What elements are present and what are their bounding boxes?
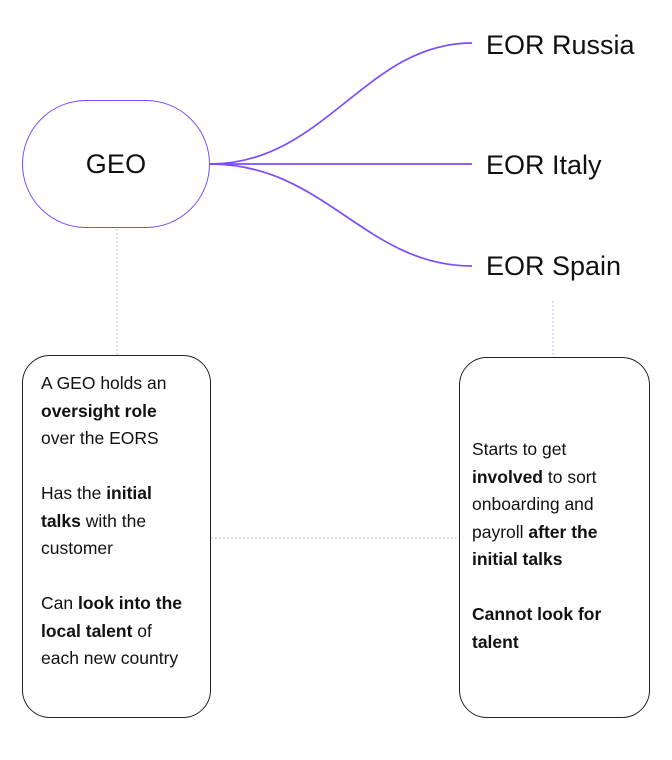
eor-russia-node: EOR Russia: [486, 30, 635, 60]
geo-description-card: A GEO holds an oversight role over the E…: [22, 355, 211, 718]
geo-card-paragraph: Has the initial talks with the customer: [41, 480, 192, 563]
eor-italy-node: EOR Italy: [486, 150, 602, 180]
geo-card-paragraph: Can look into the local talent of each n…: [41, 590, 192, 673]
eor-description-card: Starts to get involved to sort onboardin…: [459, 357, 650, 718]
eor-spain-node: EOR Spain: [486, 251, 622, 281]
geo-node-label: GEO: [85, 148, 147, 179]
branch-line-eor-russia: [209, 42, 473, 165]
text-run: to sort onboarding and payroll: [472, 466, 597, 542]
text-run-bold: involved: [472, 466, 543, 487]
text-run: over the EORS: [41, 428, 159, 448]
geo-card-paragraph: A GEO holds an oversight role over the E…: [41, 370, 192, 453]
eor-card-paragraph: Cannot look for talent: [472, 601, 641, 656]
text-run: Has the: [41, 483, 107, 503]
text-run: A GEO holds an: [41, 373, 167, 393]
text-run-bold: Cannot look for talent: [472, 604, 602, 652]
branch-line-eor-spain: [209, 163, 473, 267]
text-run-bold: after the initial talks: [472, 521, 598, 570]
geo-node: GEO: [22, 100, 210, 228]
text-run: Can: [41, 593, 78, 613]
text-run: Starts to get: [472, 439, 567, 459]
text-run: of each new country: [41, 620, 179, 669]
eor-card-paragraph: Starts to get involved to sort onboardin…: [472, 436, 641, 574]
text-run-bold: oversight role: [41, 400, 157, 421]
text-run: with the customer: [41, 510, 147, 559]
text-run-bold: initial talks: [41, 483, 152, 531]
text-run-bold: look into the local talent: [41, 593, 182, 641]
